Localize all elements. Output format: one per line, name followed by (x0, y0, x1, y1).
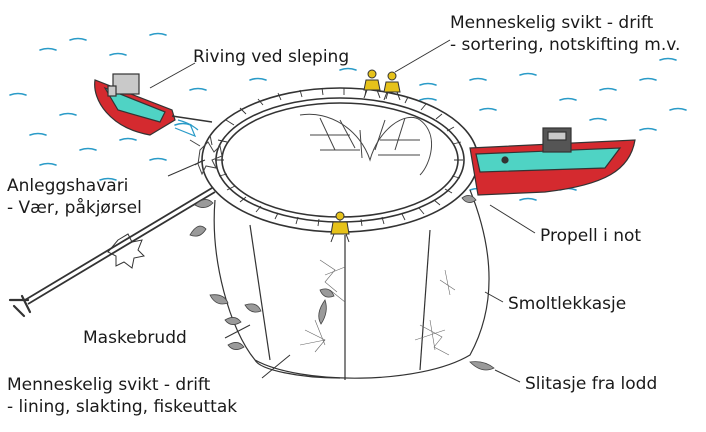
label-anleggshavari: Anleggshavari - Vær, påkjørsel (7, 175, 142, 219)
label-smoltlekkasje-text: Smoltlekkasje (508, 294, 627, 314)
label-propell-i-not: Propell i not (540, 225, 641, 247)
label-propell-i-not-text: Propell i not (540, 226, 642, 246)
label-anleggshavari-line2: - Vær, påkjørsel (7, 198, 142, 218)
label-menneskelig-top-line1: Menneskelig svikt - drift (450, 13, 654, 33)
worker-top-left (363, 69, 381, 99)
label-menneskelig-svikt-top: Menneskelig svikt - drift - sortering, n… (450, 12, 680, 56)
label-menneskelig-bottom-line1: Menneskelig svikt - drift (7, 375, 211, 395)
label-smoltlekkasje: Smoltlekkasje (508, 293, 626, 315)
towing-boat (94, 73, 213, 138)
label-menneskelig-top-line2: - sortering, notskifting m.v. (450, 35, 681, 55)
label-riving-ved-sleping: Riving ved sleping (193, 46, 349, 68)
label-maskebrudd-text: Maskebrudd (83, 328, 187, 348)
label-riving-ved-sleping-text: Riving ved sleping (193, 47, 350, 67)
inner-net (299, 113, 433, 176)
service-boat (469, 127, 636, 196)
label-slitasje-fra-lodd: Slitasje fra lodd (525, 373, 657, 395)
label-menneskelig-svikt-bottom: Menneskelig svikt - drift - lining, slak… (7, 374, 237, 418)
label-maskebrudd: Maskebrudd (83, 327, 187, 349)
anchor-icon (8, 294, 32, 318)
label-menneskelig-bottom-line2: - lining, slakting, fiskeuttak (7, 397, 238, 417)
buoy-icon (107, 233, 146, 269)
label-anleggshavari-line1: Anleggshavari (7, 176, 129, 196)
worker-top-right (383, 71, 401, 101)
worker-front (330, 211, 350, 243)
anchor-line (24, 187, 216, 305)
leader-lines (149, 39, 536, 383)
label-slitasje-fra-lodd-text: Slitasje fra lodd (525, 374, 658, 394)
net-cage-ring (201, 87, 479, 233)
net-bag (213, 189, 490, 380)
escaping-fish (189, 195, 495, 371)
